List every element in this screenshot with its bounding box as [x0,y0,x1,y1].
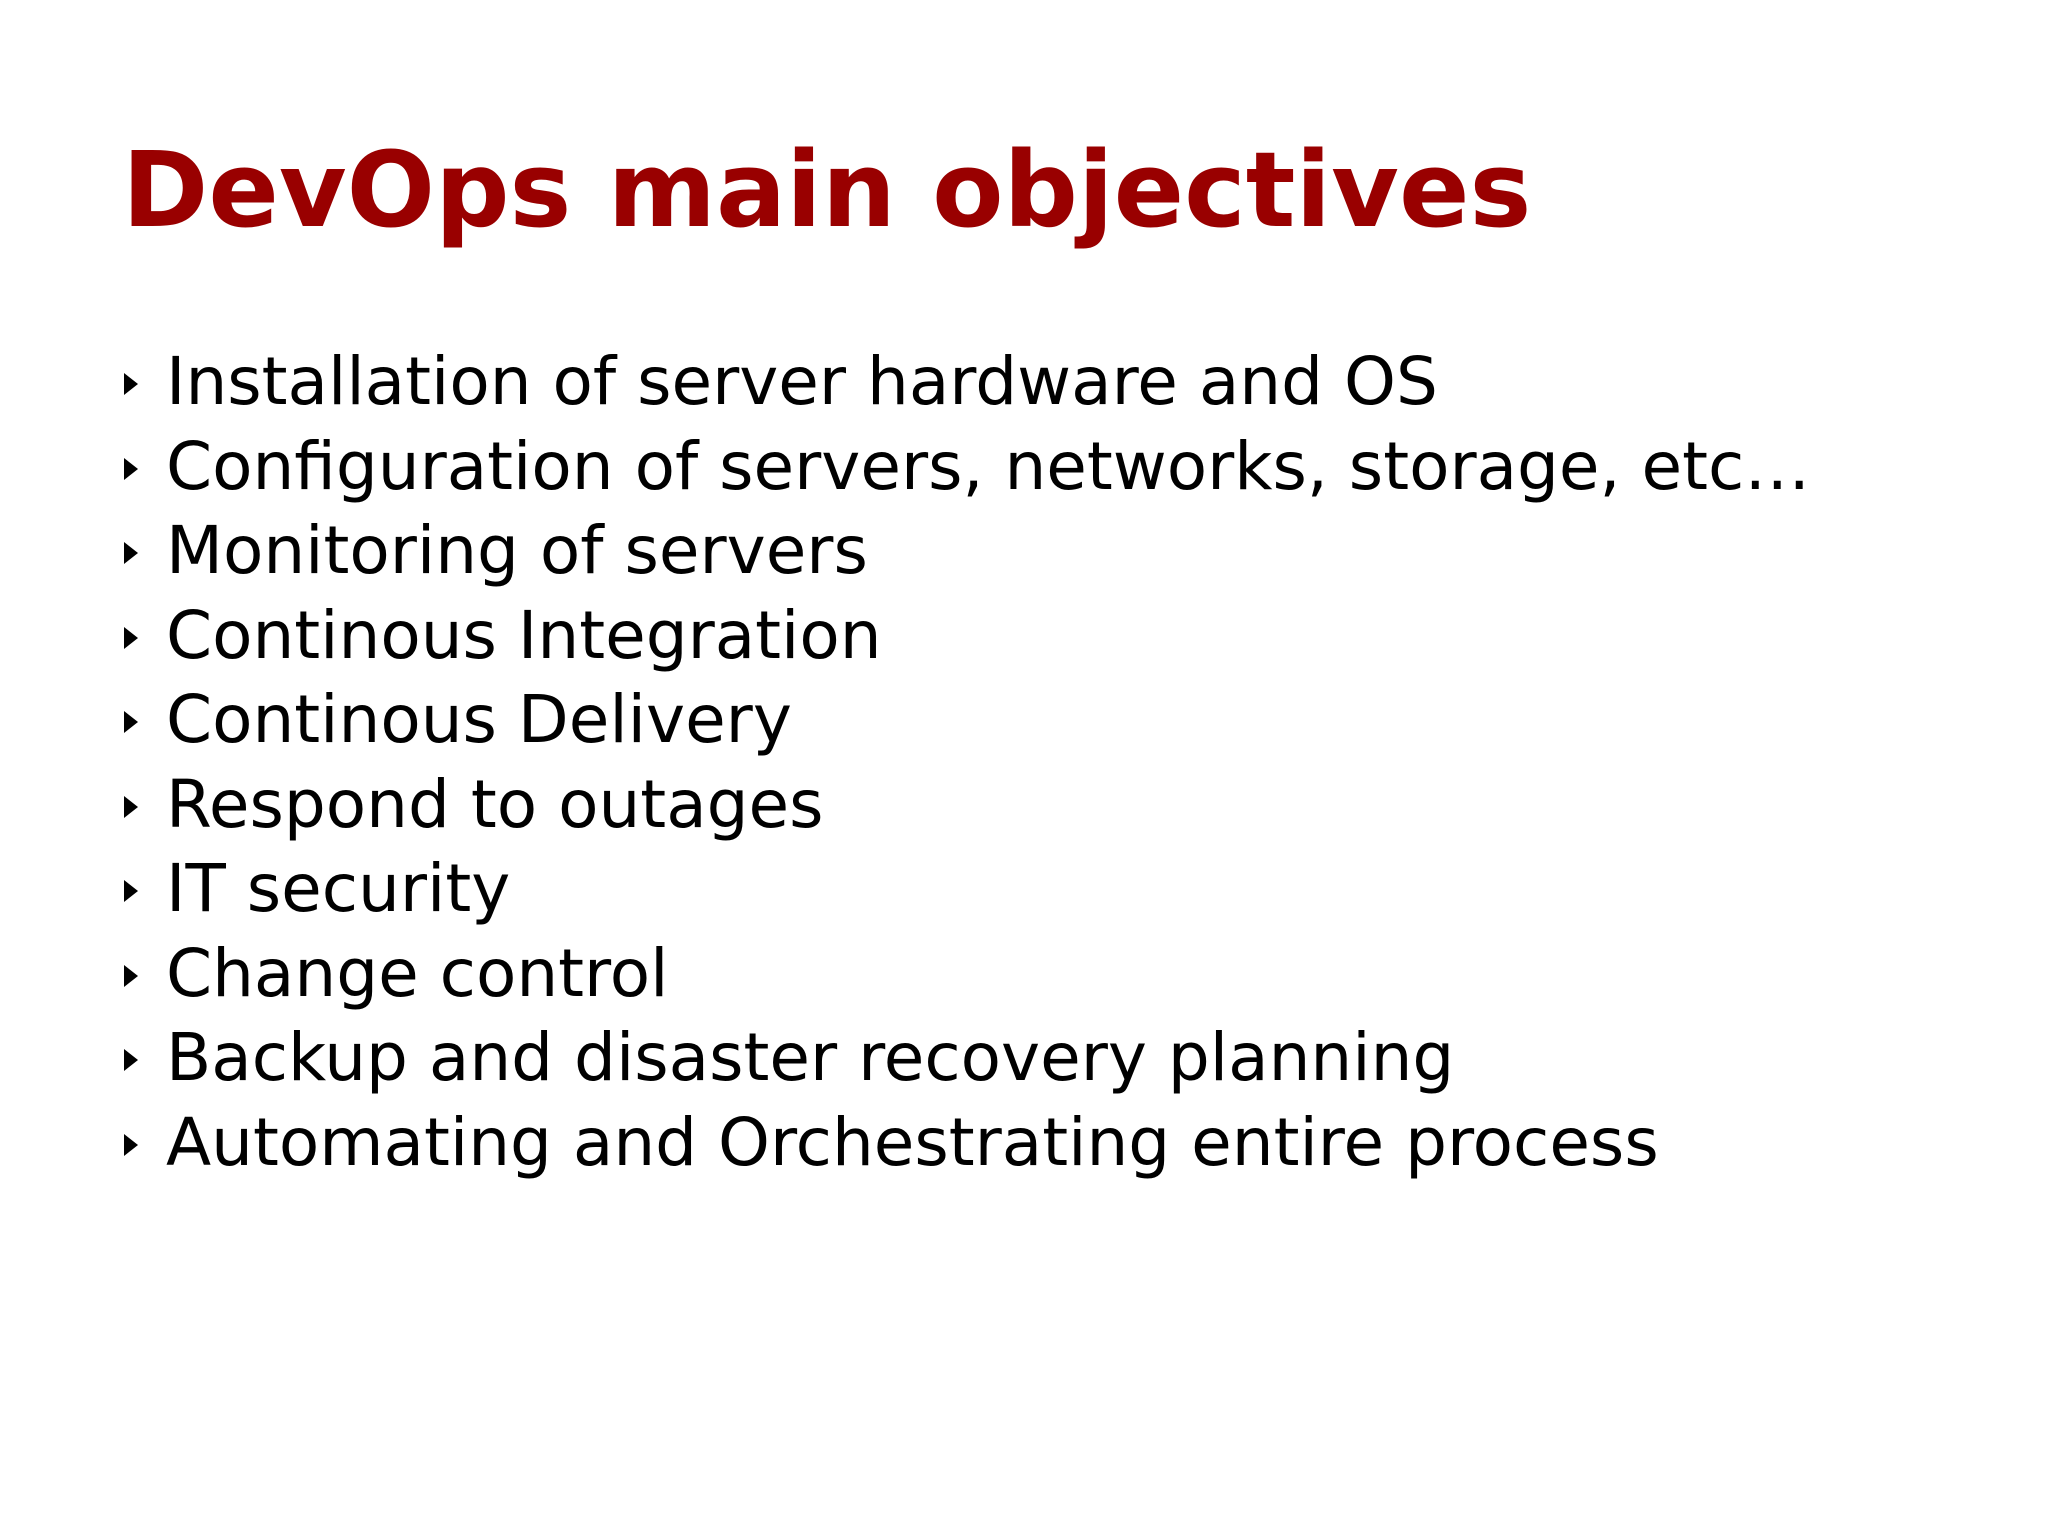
triangle-right-icon [124,1049,138,1071]
bullet-text: IT security [166,850,511,927]
bullet-item: Automating and Orchestrating entire proc… [124,1101,1810,1186]
triangle-right-icon [124,373,138,395]
bullet-item: Backup and disaster recovery planning [124,1016,1810,1101]
triangle-right-icon [124,626,138,649]
slide-title: DevOps main objectives [122,129,1532,251]
bullet-text: Change control [166,934,669,1012]
bullet-item: IT security [124,847,1810,932]
triangle-right-icon [124,457,138,480]
bullet-text: Configuration of servers, networks, stor… [166,427,1811,505]
triangle-right-icon [124,542,138,564]
bullet-text: Respond to outages [166,765,824,843]
bullet-item: Change control [124,932,1810,1017]
bullet-item: Respond to outages [124,763,1810,848]
triangle-right-icon [124,795,138,818]
bullet-text: Automating and Orchestrating entire proc… [166,1103,1659,1181]
bullet-item: Installation of server hardware and OS [124,340,1810,425]
bullet-item: Continous Delivery [124,678,1810,763]
triangle-right-icon [124,1133,138,1156]
bullet-text: Monitoring of servers [166,512,868,589]
bullet-item: Configuration of servers, networks, stor… [124,425,1810,510]
bullet-text: Installation of server hardware and OS [166,343,1438,420]
triangle-right-icon [124,880,138,902]
bullet-text: Backup and disaster recovery planning [166,1019,1455,1096]
bullet-item: Monitoring of servers [124,509,1810,594]
triangle-right-icon [124,964,138,987]
bullet-text: Continous Delivery [166,681,792,758]
bullet-text: Continous Integration [166,596,882,674]
triangle-right-icon [124,711,138,733]
bullet-item: Continous Integration [124,594,1810,679]
